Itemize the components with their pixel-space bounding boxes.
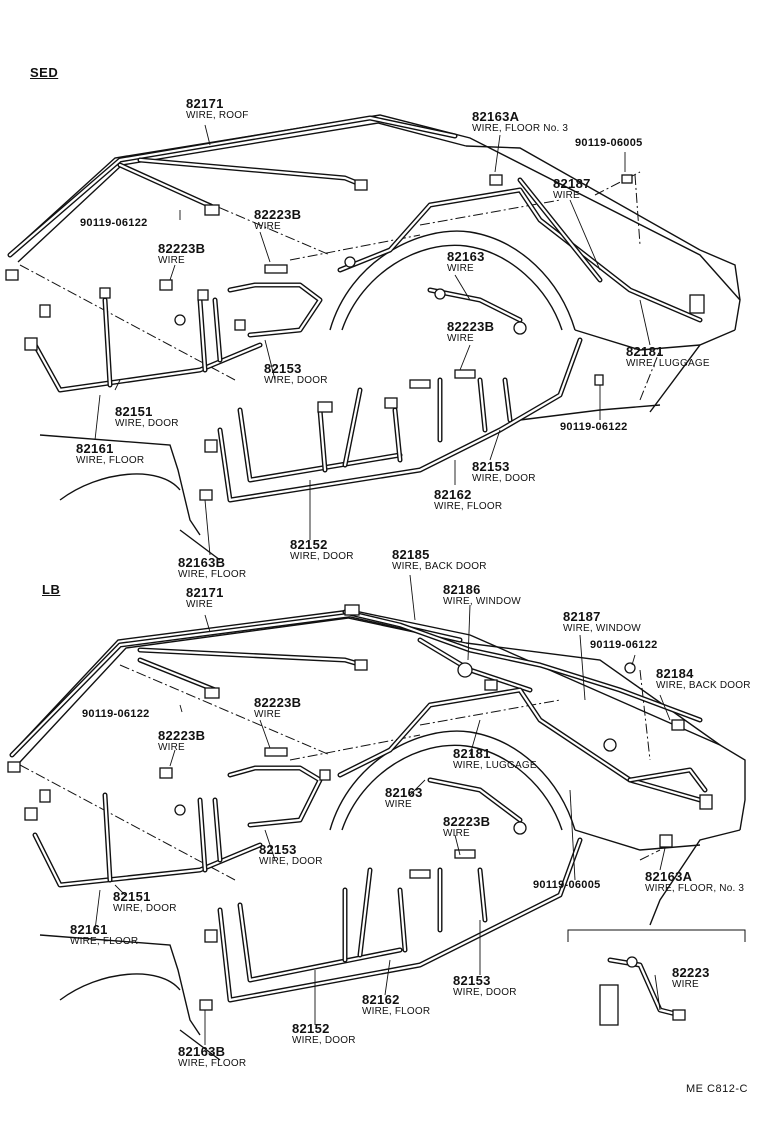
sedan-label-bolt-front: 90119-06122 — [80, 217, 148, 229]
sedan-label-bolt-luggage: 90119-06122 — [560, 421, 628, 433]
lb-label-bolt-front: 90119-06122 — [82, 708, 150, 720]
section-title-liftback: LB — [42, 582, 61, 597]
liftback-wires — [9, 609, 708, 1018]
section-title-sedan: SED — [30, 65, 59, 80]
liftback-car-body — [9, 609, 746, 1061]
sedan-connectors — [5, 174, 705, 501]
liftback-leader-lines — [94, 574, 671, 1045]
lb-label-bolt-floor: 90119-06005 — [533, 879, 601, 891]
sedan-label-bolt-rear: 90119-06005 — [575, 137, 643, 149]
sedan-leader-lines — [94, 124, 651, 556]
diagram-code: ME C812-C — [686, 1083, 748, 1095]
sedan-car-body — [7, 114, 741, 561]
lb-label-bolt-rear: 90119-06122 — [590, 639, 658, 651]
liftback-connectors — [7, 604, 713, 1026]
